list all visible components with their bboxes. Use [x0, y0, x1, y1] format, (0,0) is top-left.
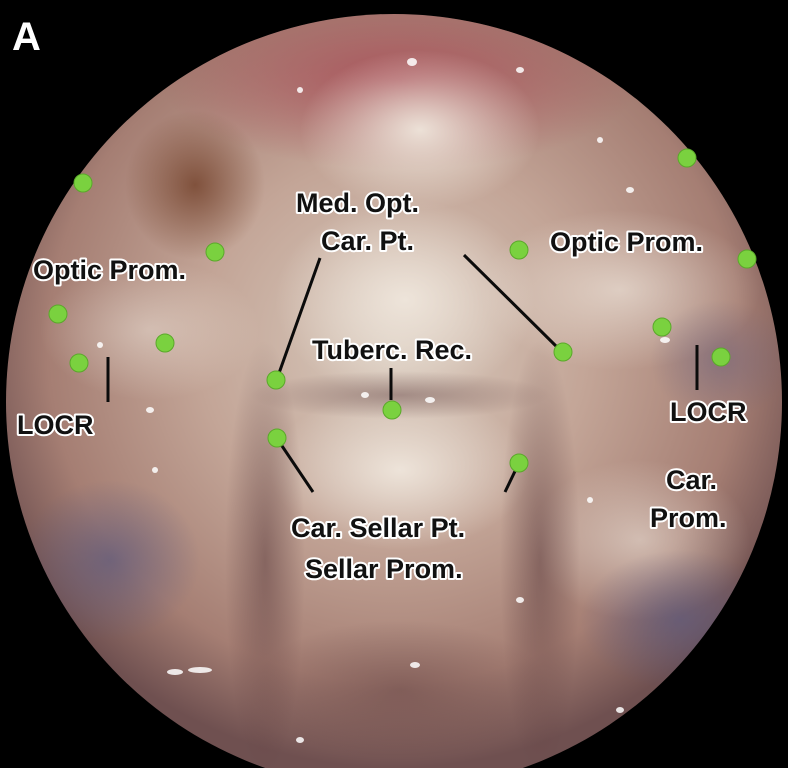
- marker: [509, 453, 529, 473]
- marker: [553, 342, 573, 362]
- label-prom-line2: Prom.: [650, 503, 727, 533]
- label-car-sellar-pt: Car. Sellar Pt.: [291, 513, 465, 543]
- leader-car-sellar-pt-left: [276, 439, 315, 493]
- label-locr-right: LOCR: [670, 397, 747, 427]
- marker: [73, 173, 93, 193]
- label-sellar-prom: Sellar Prom.: [305, 554, 463, 584]
- marker: [69, 353, 89, 373]
- markers: [48, 148, 757, 473]
- marker: [711, 347, 731, 367]
- label-tuberc-rec: Tuberc. Rec.: [312, 335, 472, 365]
- marker: [266, 370, 286, 390]
- marker: [737, 249, 757, 269]
- marker: [48, 304, 68, 324]
- label-optic-prom-left: Optic Prom.: [33, 255, 186, 285]
- leader-med-opt-car-pt-right: [462, 253, 562, 352]
- marker: [155, 333, 175, 353]
- label-optic-prom-right: Optic Prom.: [550, 227, 703, 257]
- panel-letter: A: [12, 15, 41, 59]
- leader-lines: [106, 253, 699, 493]
- label-car-line1: Car.: [666, 465, 717, 495]
- labels: Med. Opt. Car. Pt. Optic Prom. Optic Pro…: [15, 186, 749, 586]
- marker: [652, 317, 672, 337]
- marker: [509, 240, 529, 260]
- marker: [267, 428, 287, 448]
- label-car-pt-line2: Car. Pt.: [321, 226, 414, 256]
- marker: [205, 242, 225, 262]
- label-locr-left: LOCR: [17, 410, 94, 440]
- label-med-opt-line1: Med. Opt.: [296, 188, 419, 218]
- marker: [382, 400, 402, 420]
- leader-med-opt-car-pt: [276, 257, 322, 377]
- marker: [677, 148, 697, 168]
